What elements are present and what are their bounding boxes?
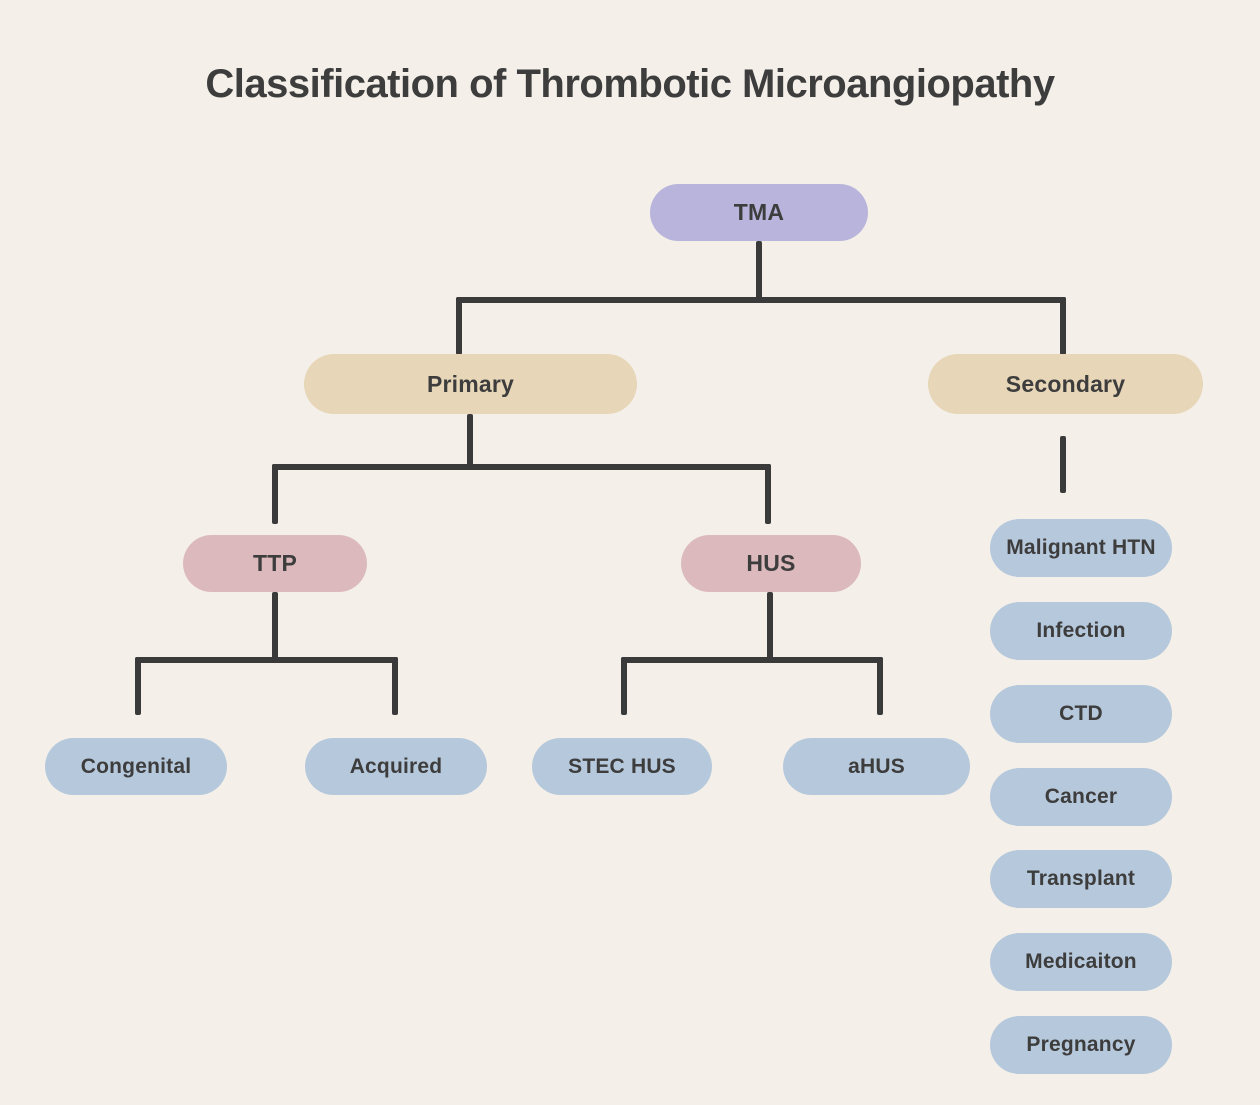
node-ctd: CTD [990,685,1172,743]
node-cancer: Cancer [990,768,1172,826]
connector-level2-horizontal [272,464,771,470]
diagram-title: Classification of Thrombotic Microangiop… [205,62,1055,106]
connector-primary-down [467,414,473,470]
connector-tma-down [756,241,762,303]
node-ttp: TTP [183,535,367,592]
connector-acquired-drop [392,657,398,715]
node-malignant-htn: Malignant HTN [990,519,1172,577]
node-primary: Primary [304,354,637,414]
connector-ttp-drop [272,464,278,524]
node-infection: Infection [990,602,1172,660]
node-congenital: Congenital [45,738,227,795]
node-acquired: Acquired [305,738,487,795]
connector-ahus-drop [877,657,883,715]
connector-ttp-down [272,592,278,663]
node-tma: TMA [650,184,868,241]
connector-stec-hus-drop [621,657,627,715]
connector-hus-children-horizontal [621,657,883,663]
node-pregnancy: Pregnancy [990,1016,1172,1074]
connector-hus-drop [765,464,771,524]
node-medication: Medicaiton [990,933,1172,991]
connector-congenital-drop [135,657,141,715]
connector-secondary-drop [1060,297,1066,355]
connector-ttp-children-horizontal [135,657,398,663]
connector-primary-drop [456,297,462,355]
connector-level1-horizontal [456,297,1066,303]
node-secondary: Secondary [928,354,1203,414]
node-hus: HUS [681,535,861,592]
node-ahus: aHUS [783,738,970,795]
connector-secondary-down [1060,436,1066,493]
node-stec-hus: STEC HUS [532,738,712,795]
connector-hus-down [767,592,773,663]
node-transplant: Transplant [990,850,1172,908]
